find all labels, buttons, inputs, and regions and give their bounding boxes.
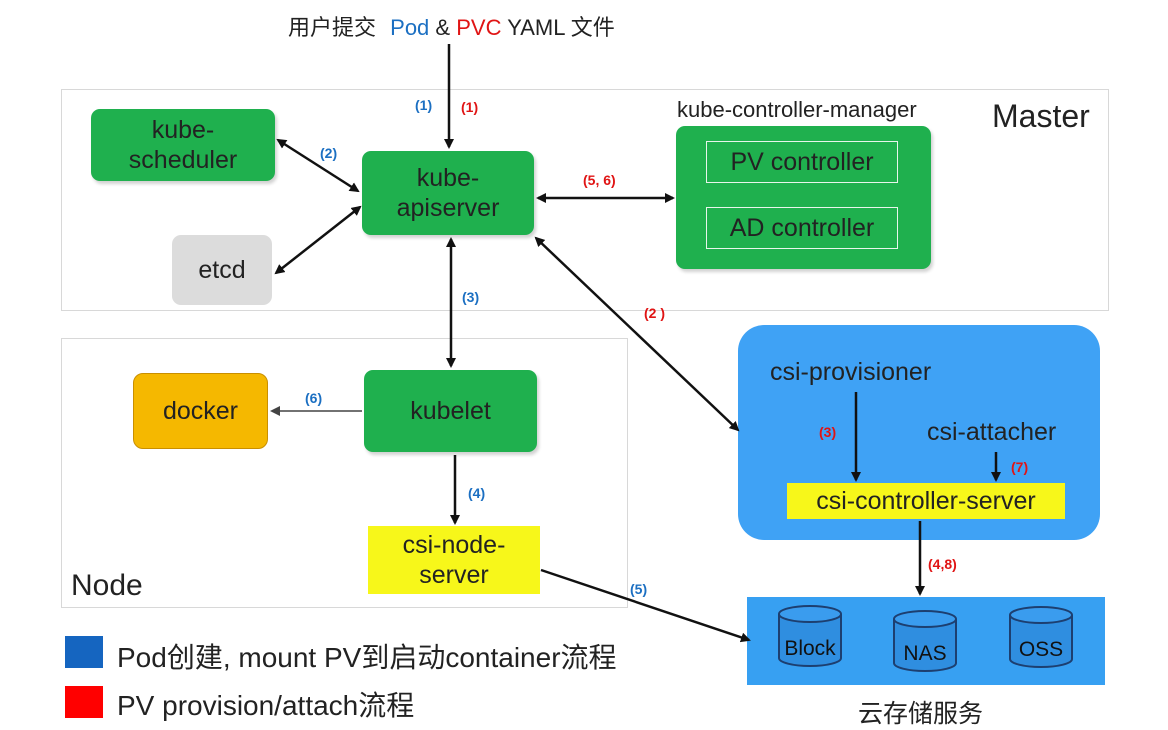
block-label: Block: [784, 637, 836, 660]
kube-apiserver-label: kube- apiserver: [396, 164, 500, 222]
step-label-blue-5: (5): [630, 581, 648, 597]
ad-controller-label: AD controller: [729, 213, 875, 242]
csi-controller-server-box[interactable]: csi-controller-server: [787, 483, 1065, 519]
kube-apiserver-box[interactable]: kube- apiserver: [362, 151, 534, 235]
legend-text-blue: Pod创建, mount PV到启动container流程: [117, 642, 617, 673]
csi-provisioner-label: csi-provisioner: [770, 358, 932, 386]
node-label: Node: [71, 569, 143, 602]
oss-label: OSS: [1019, 638, 1063, 661]
legend-text-red: PV provision/attach流程: [117, 690, 415, 721]
legend-swatch-blue: [65, 636, 103, 668]
arrow-scheduler-apiserver: [276, 138, 360, 193]
step-label-blue-6: (6): [305, 390, 323, 406]
arrow-apiserver-csi: [534, 236, 740, 432]
master-label: Master: [992, 98, 1090, 134]
cloud-storage-title: 云存储服务: [858, 700, 984, 728]
step-label-blue-4: (4): [468, 485, 486, 501]
step-label-red-48: (4,8): [928, 556, 957, 572]
ad-controller-box[interactable]: AD controller: [706, 207, 898, 249]
arrow-etcd-apiserver: [274, 205, 362, 275]
step-label-red-2: (2 ): [644, 305, 665, 321]
step-label-red-7: (7): [1011, 459, 1029, 475]
block-storage-cylinder[interactable]: Block: [777, 605, 843, 667]
kubelet-box[interactable]: kubelet: [364, 370, 537, 452]
arrow-csinode-storage: [540, 568, 751, 643]
step-label-red-56: (5, 6): [583, 172, 616, 188]
kube-scheduler-label: kube- scheduler: [128, 116, 238, 174]
top-title-pvc: PVC: [456, 15, 502, 40]
oss-storage-cylinder[interactable]: OSS: [1008, 606, 1074, 668]
step-label-blue-1: (1): [415, 97, 433, 113]
top-title-amp: &: [435, 15, 451, 40]
csi-controller-server-label: csi-controller-server: [816, 487, 1036, 515]
step-label-blue-2: (2): [320, 145, 338, 161]
pv-controller-box[interactable]: PV controller: [706, 141, 898, 183]
top-title-prefix: 用户提交: [288, 15, 377, 40]
kubelet-label: kubelet: [410, 397, 491, 425]
step-label-red-3: (3): [819, 424, 837, 440]
csi-attacher-label: csi-attacher: [927, 418, 1057, 446]
nas-label: NAS: [903, 642, 946, 665]
nas-storage-cylinder[interactable]: NAS: [892, 610, 958, 672]
csi-node-server-box[interactable]: csi-node- server: [368, 526, 540, 594]
csi-node-server-label: csi-node- server: [402, 531, 506, 589]
docker-box[interactable]: docker: [133, 373, 268, 449]
etcd-label: etcd: [198, 256, 246, 284]
etcd-box[interactable]: etcd: [172, 235, 272, 305]
kube-scheduler-box[interactable]: kube- scheduler: [91, 109, 275, 181]
top-title: 用户提交 Pod & PVC YAML 文件: [288, 10, 615, 42]
top-title-pod: Pod: [390, 15, 430, 40]
pv-controller-label: PV controller: [730, 147, 874, 176]
legend-swatch-red: [65, 686, 103, 718]
docker-label: docker: [162, 397, 239, 425]
step-label-red-1: (1): [461, 99, 479, 115]
step-label-blue-3: (3): [462, 289, 480, 305]
kcm-label: kube-controller-manager: [677, 97, 917, 122]
top-title-suffix: YAML 文件: [507, 15, 615, 40]
